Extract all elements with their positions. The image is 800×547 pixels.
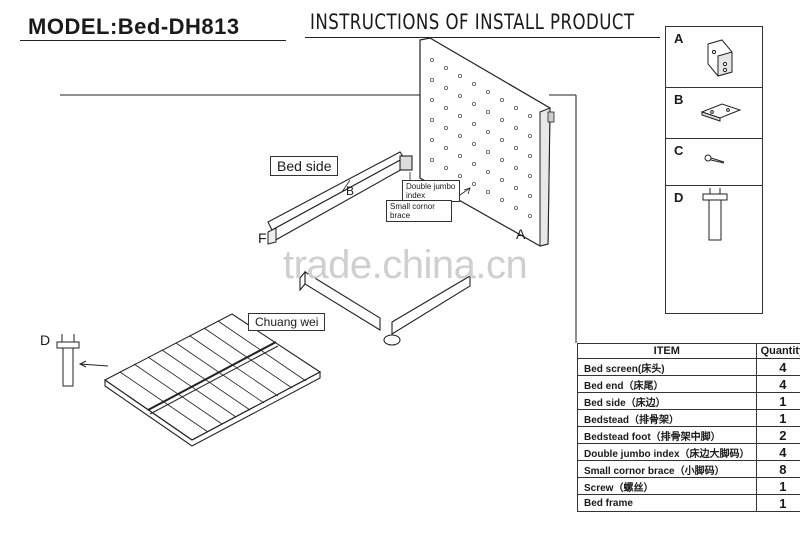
- part-letter: B: [674, 92, 684, 107]
- qty-cell: 8: [755, 460, 800, 478]
- item-cell: Bedstead（排骨架）: [577, 409, 757, 427]
- qty-cell: 1: [755, 494, 800, 512]
- parts-panel: A B C D: [665, 26, 763, 314]
- callout-letter-a: A: [516, 226, 526, 242]
- table-row: Bed side（床边）1: [577, 392, 800, 410]
- table-row: Bed screen(床头)4: [577, 358, 800, 376]
- qty-cell: 2: [755, 426, 800, 444]
- table-row: Bed end（床尾）4: [577, 375, 800, 393]
- item-cell: Bed side（床边）: [577, 392, 757, 410]
- watermark: trade.china.cn: [283, 243, 528, 287]
- model-title: MODEL:Bed-DH813: [28, 14, 240, 39]
- qty-cell: 1: [755, 477, 800, 495]
- callout-letter-d: D: [40, 332, 51, 348]
- part-letter: C: [674, 143, 684, 158]
- instructions-title: INSTRUCTIONS OF INSTALL PRODUCT: [310, 10, 635, 34]
- table-row: Small cornor brace（小脚码）8: [577, 460, 800, 478]
- item-cell: Bed frame: [577, 494, 757, 512]
- qty-cell: 4: [755, 375, 800, 393]
- part-letter: A: [674, 31, 684, 46]
- title-underline: [305, 37, 660, 38]
- qty-cell: 4: [755, 358, 800, 376]
- bed-end-rail: [299, 270, 381, 331]
- table-row: Bedstead（排骨架）1: [577, 409, 800, 427]
- bedstead-slat-frame: [103, 313, 322, 447]
- header-quantity: Quantity: [755, 343, 800, 359]
- model-underline: [20, 40, 286, 41]
- qty-cell: 1: [755, 409, 800, 427]
- item-cell: Double jumbo index（床边大脚码）: [577, 443, 757, 461]
- item-cell: Small cornor brace（小脚码）: [577, 460, 757, 478]
- table-row: Bedstead foot（排骨架中脚）2: [577, 426, 800, 444]
- callout-bed-side: Bed side: [270, 156, 339, 176]
- part-d-icon: [702, 188, 728, 241]
- table-row: Screw（螺丝）1: [577, 477, 800, 495]
- part-b-icon: [700, 103, 742, 122]
- bed-side-rail-lower: [383, 275, 471, 346]
- qty-cell: 4: [755, 443, 800, 461]
- callout-small-brace: Small cornor brace: [386, 200, 452, 222]
- qty-cell: 1: [755, 392, 800, 410]
- part-a-icon: [707, 39, 733, 77]
- table-header-row: ITEM Quantity: [577, 343, 800, 359]
- item-cell: Bed screen(床头): [577, 358, 757, 376]
- item-cell: Bedstead foot（排骨架中脚）: [577, 426, 757, 444]
- part-cell-c: C: [666, 139, 762, 186]
- callout-chuang-wei: Chuang wei: [248, 313, 326, 331]
- part-cell-b: B: [666, 88, 762, 139]
- item-cell: Screw（螺丝）: [577, 477, 757, 495]
- header-item: ITEM: [577, 343, 757, 359]
- part-cell-d: D: [666, 186, 762, 312]
- callout-letter-f: F: [258, 230, 267, 246]
- bedstead-foot: [56, 334, 109, 387]
- bed-side-rail: [267, 151, 413, 243]
- callout-letter-b: B: [346, 184, 355, 198]
- table-row: Double jumbo index（床边大脚码）4: [577, 443, 800, 461]
- part-c-icon: [704, 154, 725, 164]
- quantity-table: ITEM Quantity Bed screen(床头)4 Bed end（床尾…: [577, 343, 800, 512]
- item-cell: Bed end（床尾）: [577, 375, 757, 393]
- callout-double-jumbo: Double jumbo index: [402, 180, 460, 202]
- part-letter: D: [674, 190, 684, 205]
- part-cell-a: A: [666, 27, 762, 88]
